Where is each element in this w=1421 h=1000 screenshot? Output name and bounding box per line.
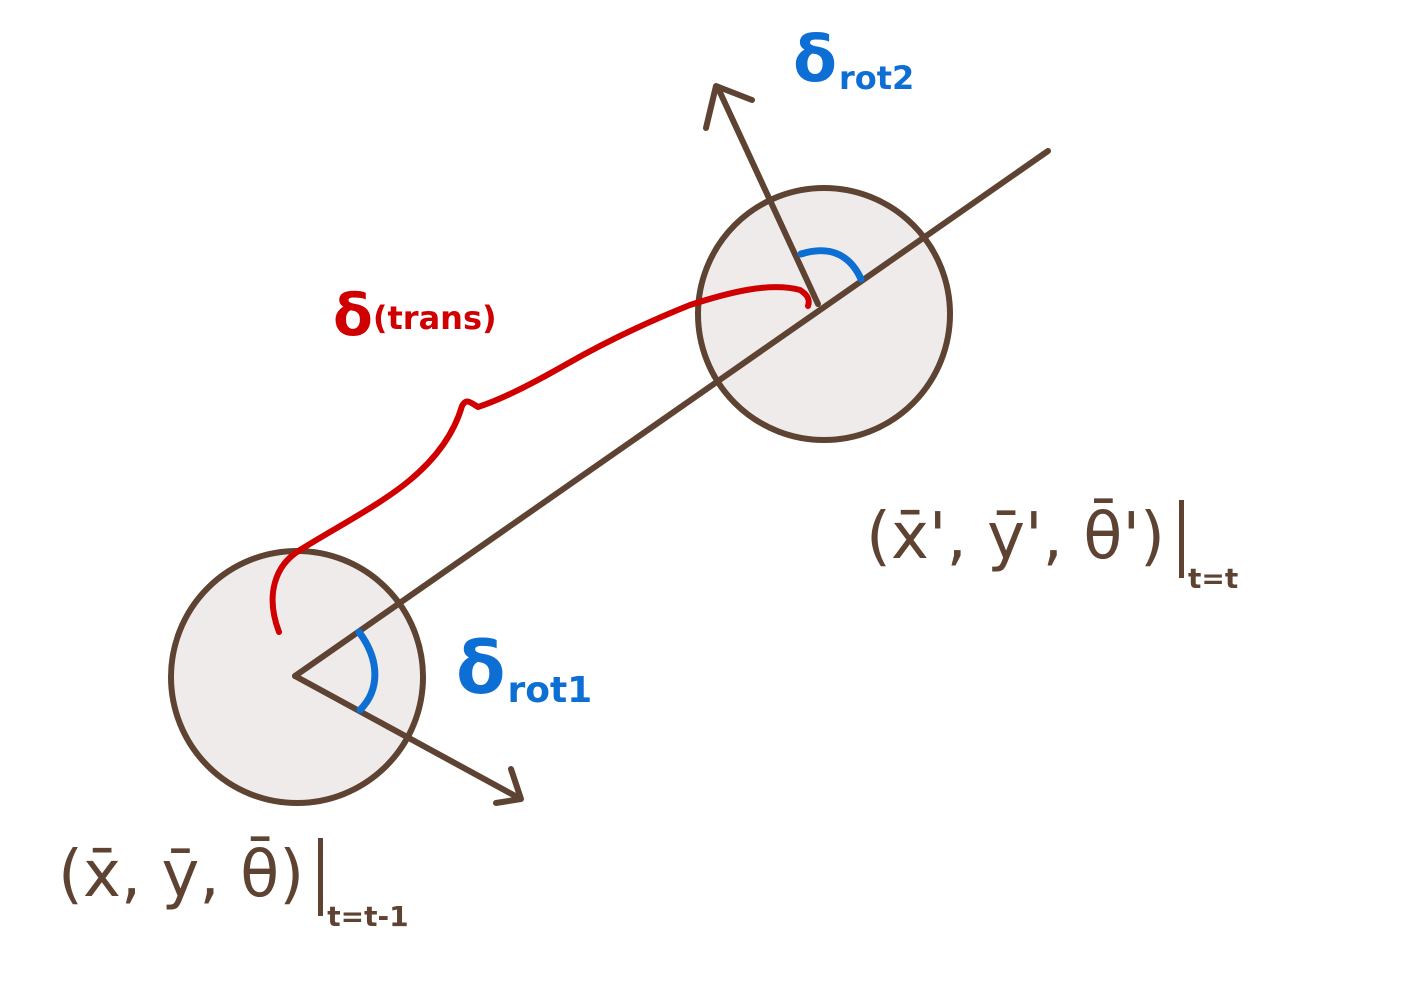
translation-curve bbox=[269, 284, 812, 635]
heading-prev-arrow bbox=[292, 673, 522, 801]
delta-trans-symbol: δ bbox=[333, 281, 373, 349]
delta-rot1-symbol: δ bbox=[456, 626, 506, 710]
delta-rot1-subscript: rot1 bbox=[507, 670, 593, 711]
evaluation-bar bbox=[1179, 500, 1184, 578]
delta-rot2-subscript: rot2 bbox=[838, 59, 915, 97]
robot-next-circle bbox=[695, 185, 953, 443]
delta-rot2-label: δrot2 bbox=[793, 28, 914, 94]
rotation1-arc bbox=[355, 628, 379, 714]
rotation2-arc bbox=[797, 247, 865, 283]
pose-prev-text: (x̄, ȳ, θ̄) bbox=[58, 838, 305, 912]
pose-next-label: (x̄', ȳ', θ̄') t=t bbox=[866, 500, 1238, 593]
delta-rot2-symbol: δ bbox=[793, 23, 837, 97]
evaluation-bar bbox=[318, 838, 324, 916]
heading-prev-arrowhead bbox=[493, 766, 524, 806]
heading-next-arrow bbox=[715, 85, 821, 307]
pose-next-subscript: t=t bbox=[1188, 562, 1239, 595]
translation-line bbox=[292, 148, 1051, 679]
delta-trans-label: δ(trans) bbox=[333, 286, 497, 344]
pose-prev-subscript: t=t-1 bbox=[327, 900, 409, 933]
heading-next-arrowhead bbox=[703, 83, 755, 131]
delta-rot1-label: δrot1 bbox=[456, 632, 592, 709]
pose-prev-label: (x̄, ȳ, θ̄) t=t-1 bbox=[58, 838, 409, 931]
delta-trans-subscript: (trans) bbox=[372, 299, 497, 337]
pose-next-text: (x̄', ȳ', θ̄') bbox=[866, 500, 1165, 574]
